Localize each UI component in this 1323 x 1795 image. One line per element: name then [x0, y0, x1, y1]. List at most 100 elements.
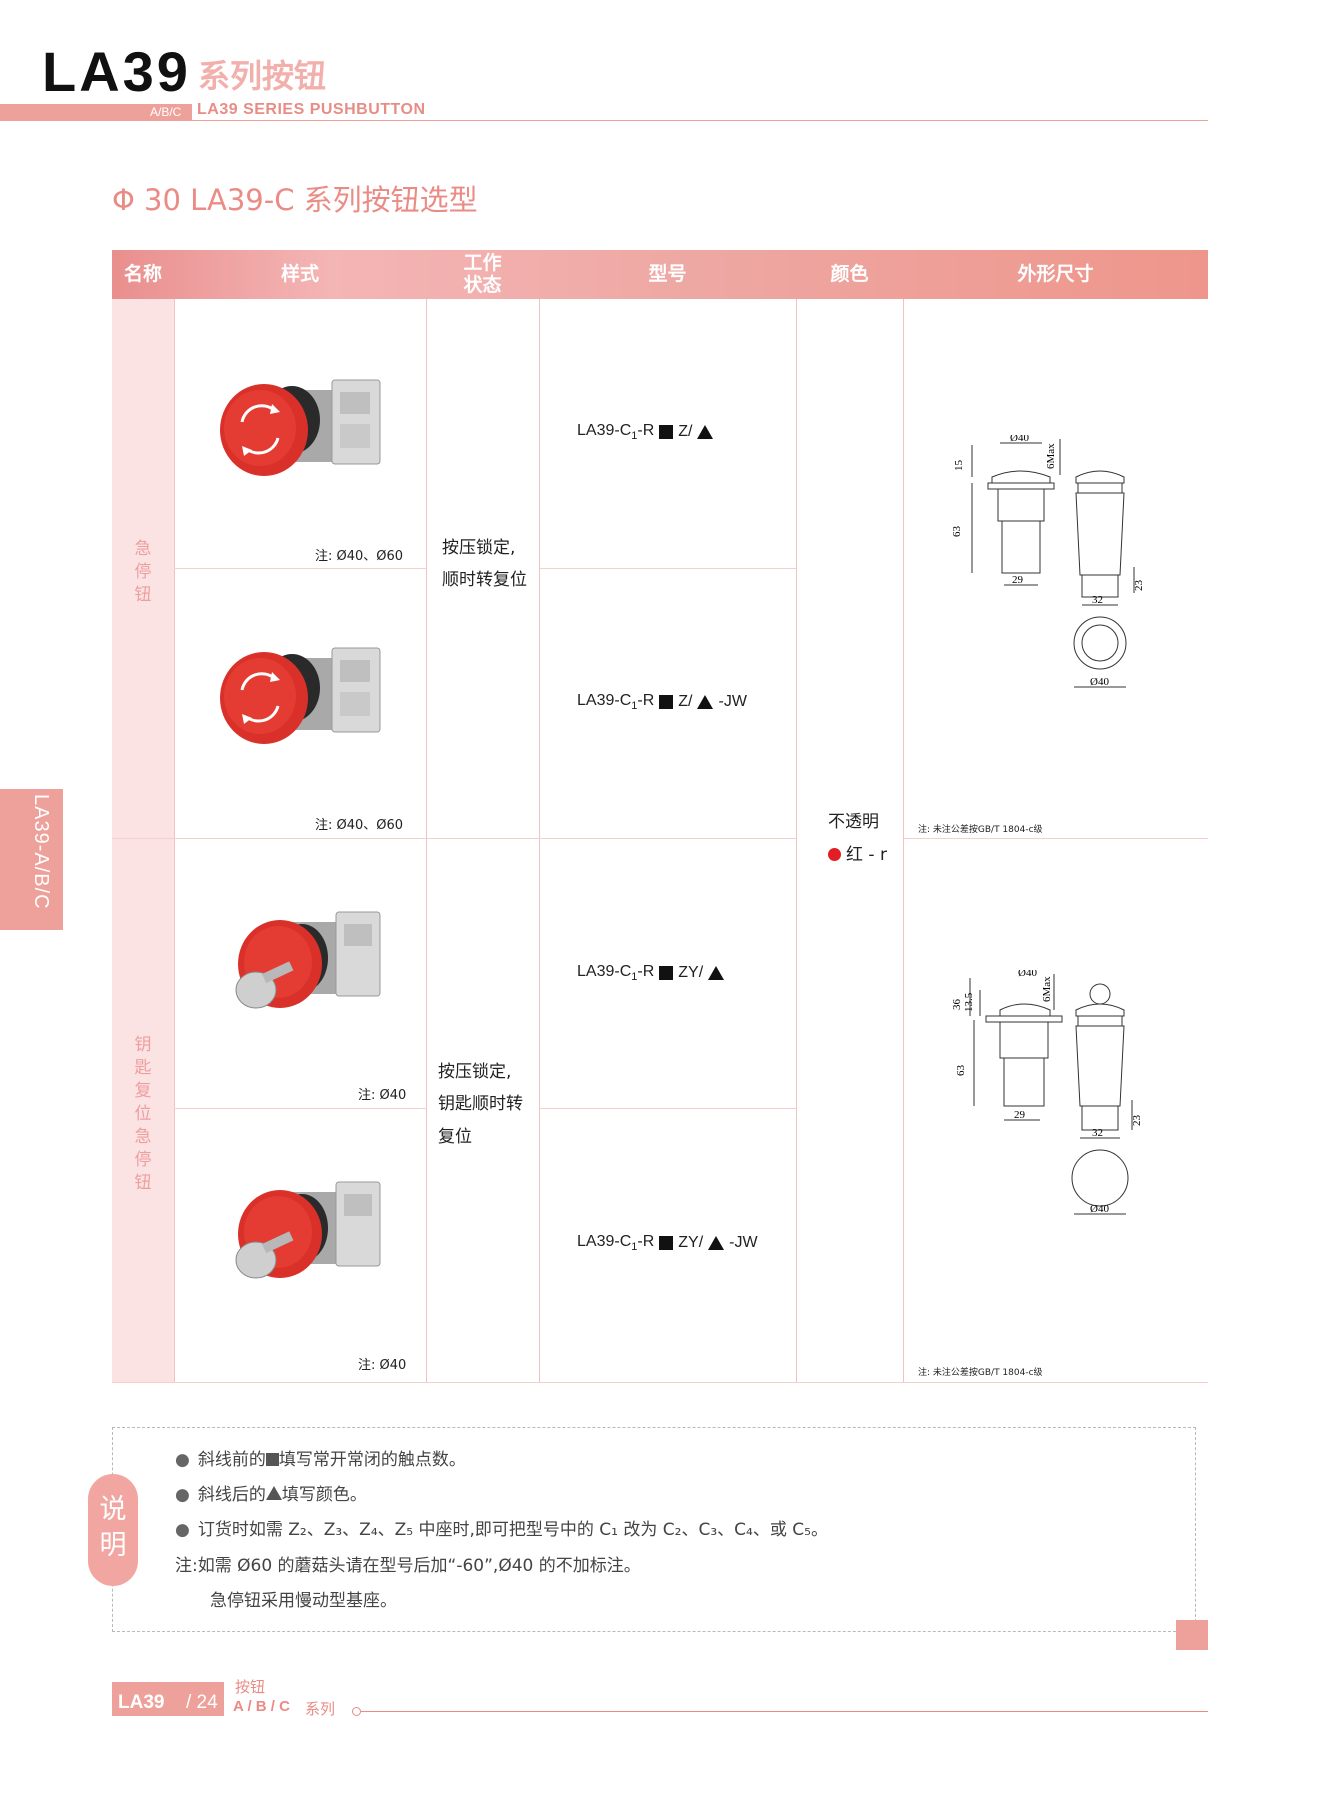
- notes-badge-char: 明: [99, 1530, 127, 1561]
- footer-circle-icon: [352, 1707, 361, 1716]
- group-name-key-estop: 钥 匙 复 位 急 停 钮: [112, 1034, 174, 1195]
- row-divider: [174, 568, 426, 569]
- model-mid: -R: [637, 692, 655, 709]
- dim-d40-bottom: Ø40: [1090, 1203, 1109, 1215]
- dim-29: 29: [1014, 1109, 1026, 1121]
- photo-note: 注: Ø40、Ø60: [315, 549, 404, 564]
- photo-note: 注: Ø40: [358, 1358, 407, 1373]
- color-opacity: 不透明: [828, 812, 879, 832]
- work-state-line: 按压锁定,: [438, 1062, 512, 1082]
- note-line: ● 斜线后的填写颜色。: [175, 1480, 367, 1505]
- note-line: 注:如需 Ø60 的蘑菇头请在型号后加“-60”,Ø40 的不加标注。: [175, 1556, 641, 1576]
- bullet-icon: ●: [175, 1485, 190, 1505]
- photo-note: 注: Ø40、Ø60: [315, 818, 404, 833]
- model-mid: -R: [637, 1233, 655, 1250]
- footer-series: 系列: [305, 1700, 336, 1718]
- dim-36: 36: [951, 999, 963, 1011]
- dim-63: 63: [955, 1065, 967, 1077]
- th-style: 样式: [280, 262, 319, 285]
- drawing-note: 注: 未注公差按GB/T 1804-c级: [918, 1368, 1043, 1378]
- color-cell: 不透明 红 - r: [828, 806, 887, 872]
- dim-23: 23: [1133, 580, 1145, 592]
- group1-char: 停: [134, 561, 152, 582]
- note-text: 斜线后的: [197, 1485, 266, 1505]
- notes-badge: 说 明: [88, 1474, 138, 1586]
- triangle-placeholder-icon: [708, 1236, 725, 1251]
- model-sub: 1: [631, 1241, 638, 1254]
- square-placeholder-icon: [659, 966, 674, 981]
- work-state-line: 按压锁定,: [442, 538, 516, 558]
- divider: [903, 299, 904, 1383]
- header-subtitle: LA39 SERIES PUSHBUTTON: [197, 101, 426, 118]
- dim-6max: 6Max: [1041, 976, 1053, 1002]
- brand-title-cn: 系列按钮: [198, 57, 327, 95]
- th-name: 名称: [123, 262, 162, 285]
- selection-table: 名称 样式 工作 状态 型号 颜色 外形尺寸 急 停 钮 钥 匙 复 位 急 停…: [112, 250, 1208, 1383]
- triangle-placeholder-icon: [708, 966, 725, 981]
- triangle-placeholder-icon: [265, 1486, 282, 1500]
- group2-char: 钥: [134, 1035, 152, 1055]
- work-state-estop: 按压锁定, 顺时转复位: [442, 532, 527, 597]
- dim-32: 32: [1092, 1127, 1103, 1139]
- red-dot-icon: [828, 848, 841, 862]
- color-red: 红 - r: [828, 839, 887, 872]
- work-state-line: 顺时转复位: [442, 570, 527, 591]
- photo-note: 注: Ø40: [358, 1088, 407, 1103]
- footer-abc: A / B / C: [233, 1698, 290, 1715]
- model-sub: 1: [631, 430, 638, 443]
- square-placeholder-icon: [265, 1453, 279, 1466]
- key-estop-photo-2: [235, 1181, 381, 1279]
- dim-29: 29: [1012, 574, 1024, 586]
- bullet-icon: ●: [175, 1450, 190, 1470]
- th-dimensions: 外形尺寸: [1017, 262, 1094, 285]
- dim-63: 63: [951, 526, 963, 538]
- note-line: ●斜线前的填写常开常闭的触点数。: [175, 1445, 466, 1470]
- group-name-estop: 急 停 钮: [112, 538, 174, 607]
- footer-rule: [361, 1711, 1208, 1712]
- square-placeholder-icon: [659, 1236, 674, 1251]
- model-sub: 1: [631, 700, 638, 713]
- dim-23: 23: [1131, 1115, 1143, 1127]
- drawing-note: 注: 未注公差按GB/T 1804-c级: [918, 825, 1043, 835]
- work-state-key: 按压锁定, 钥匙顺时转 复位: [438, 1056, 523, 1153]
- note-text: 斜线前的: [197, 1450, 266, 1470]
- key-estop-photo-1: [235, 911, 381, 1009]
- estop-photo-1: [220, 379, 381, 476]
- triangle-placeholder-icon: [697, 695, 714, 710]
- model-mid: -R: [637, 422, 655, 439]
- model-code: LA39-C1-R ZY/: [577, 963, 725, 984]
- model-sub: 1: [631, 971, 638, 984]
- note-line: 急停钮采用慢动型基座。: [210, 1591, 397, 1611]
- note-text: 订货时如需 Z₂、Z₃、Z₄、Z₅ 中座时,即可把型号中的 C₁ 改为 C₂、C…: [197, 1520, 828, 1540]
- group-divider: [112, 838, 796, 839]
- model-suffix: -JW: [729, 1234, 758, 1252]
- square-placeholder-icon: [659, 695, 674, 710]
- model-prefix: LA39-C: [577, 422, 632, 439]
- estop-photo-2: [220, 647, 381, 744]
- footer-code: LA39: [118, 1692, 165, 1713]
- footer-box: [112, 1682, 224, 1716]
- dim-32: 32: [1092, 594, 1103, 606]
- group2-char: 急: [134, 1126, 152, 1147]
- model-code: LA39-C1-R Z/: [577, 422, 714, 443]
- triangle-placeholder-icon: [697, 425, 714, 440]
- dim-6max: 6Max: [1045, 443, 1057, 469]
- model-prefix: LA39-C: [577, 963, 632, 980]
- bullet-icon: ●: [175, 1520, 190, 1540]
- header-rule: [192, 120, 1208, 121]
- divider: [174, 299, 175, 1383]
- table-bottom: [112, 1382, 1208, 1383]
- group2-char: 位: [134, 1103, 152, 1124]
- model-mid: -R: [637, 963, 655, 980]
- group2-char: 复: [134, 1080, 152, 1101]
- group2-char: 停: [134, 1149, 152, 1170]
- divider: [796, 299, 797, 1383]
- note-text: 填写颜色。: [281, 1485, 367, 1505]
- row-divider: [539, 1108, 796, 1109]
- row-divider: [539, 568, 796, 569]
- square-placeholder-icon: [659, 425, 674, 440]
- model-type: ZY/: [678, 964, 704, 982]
- dim-d40-bottom: Ø40: [1090, 676, 1109, 688]
- row-divider: [174, 1108, 426, 1109]
- th-work-state: 工作 状态: [426, 250, 539, 299]
